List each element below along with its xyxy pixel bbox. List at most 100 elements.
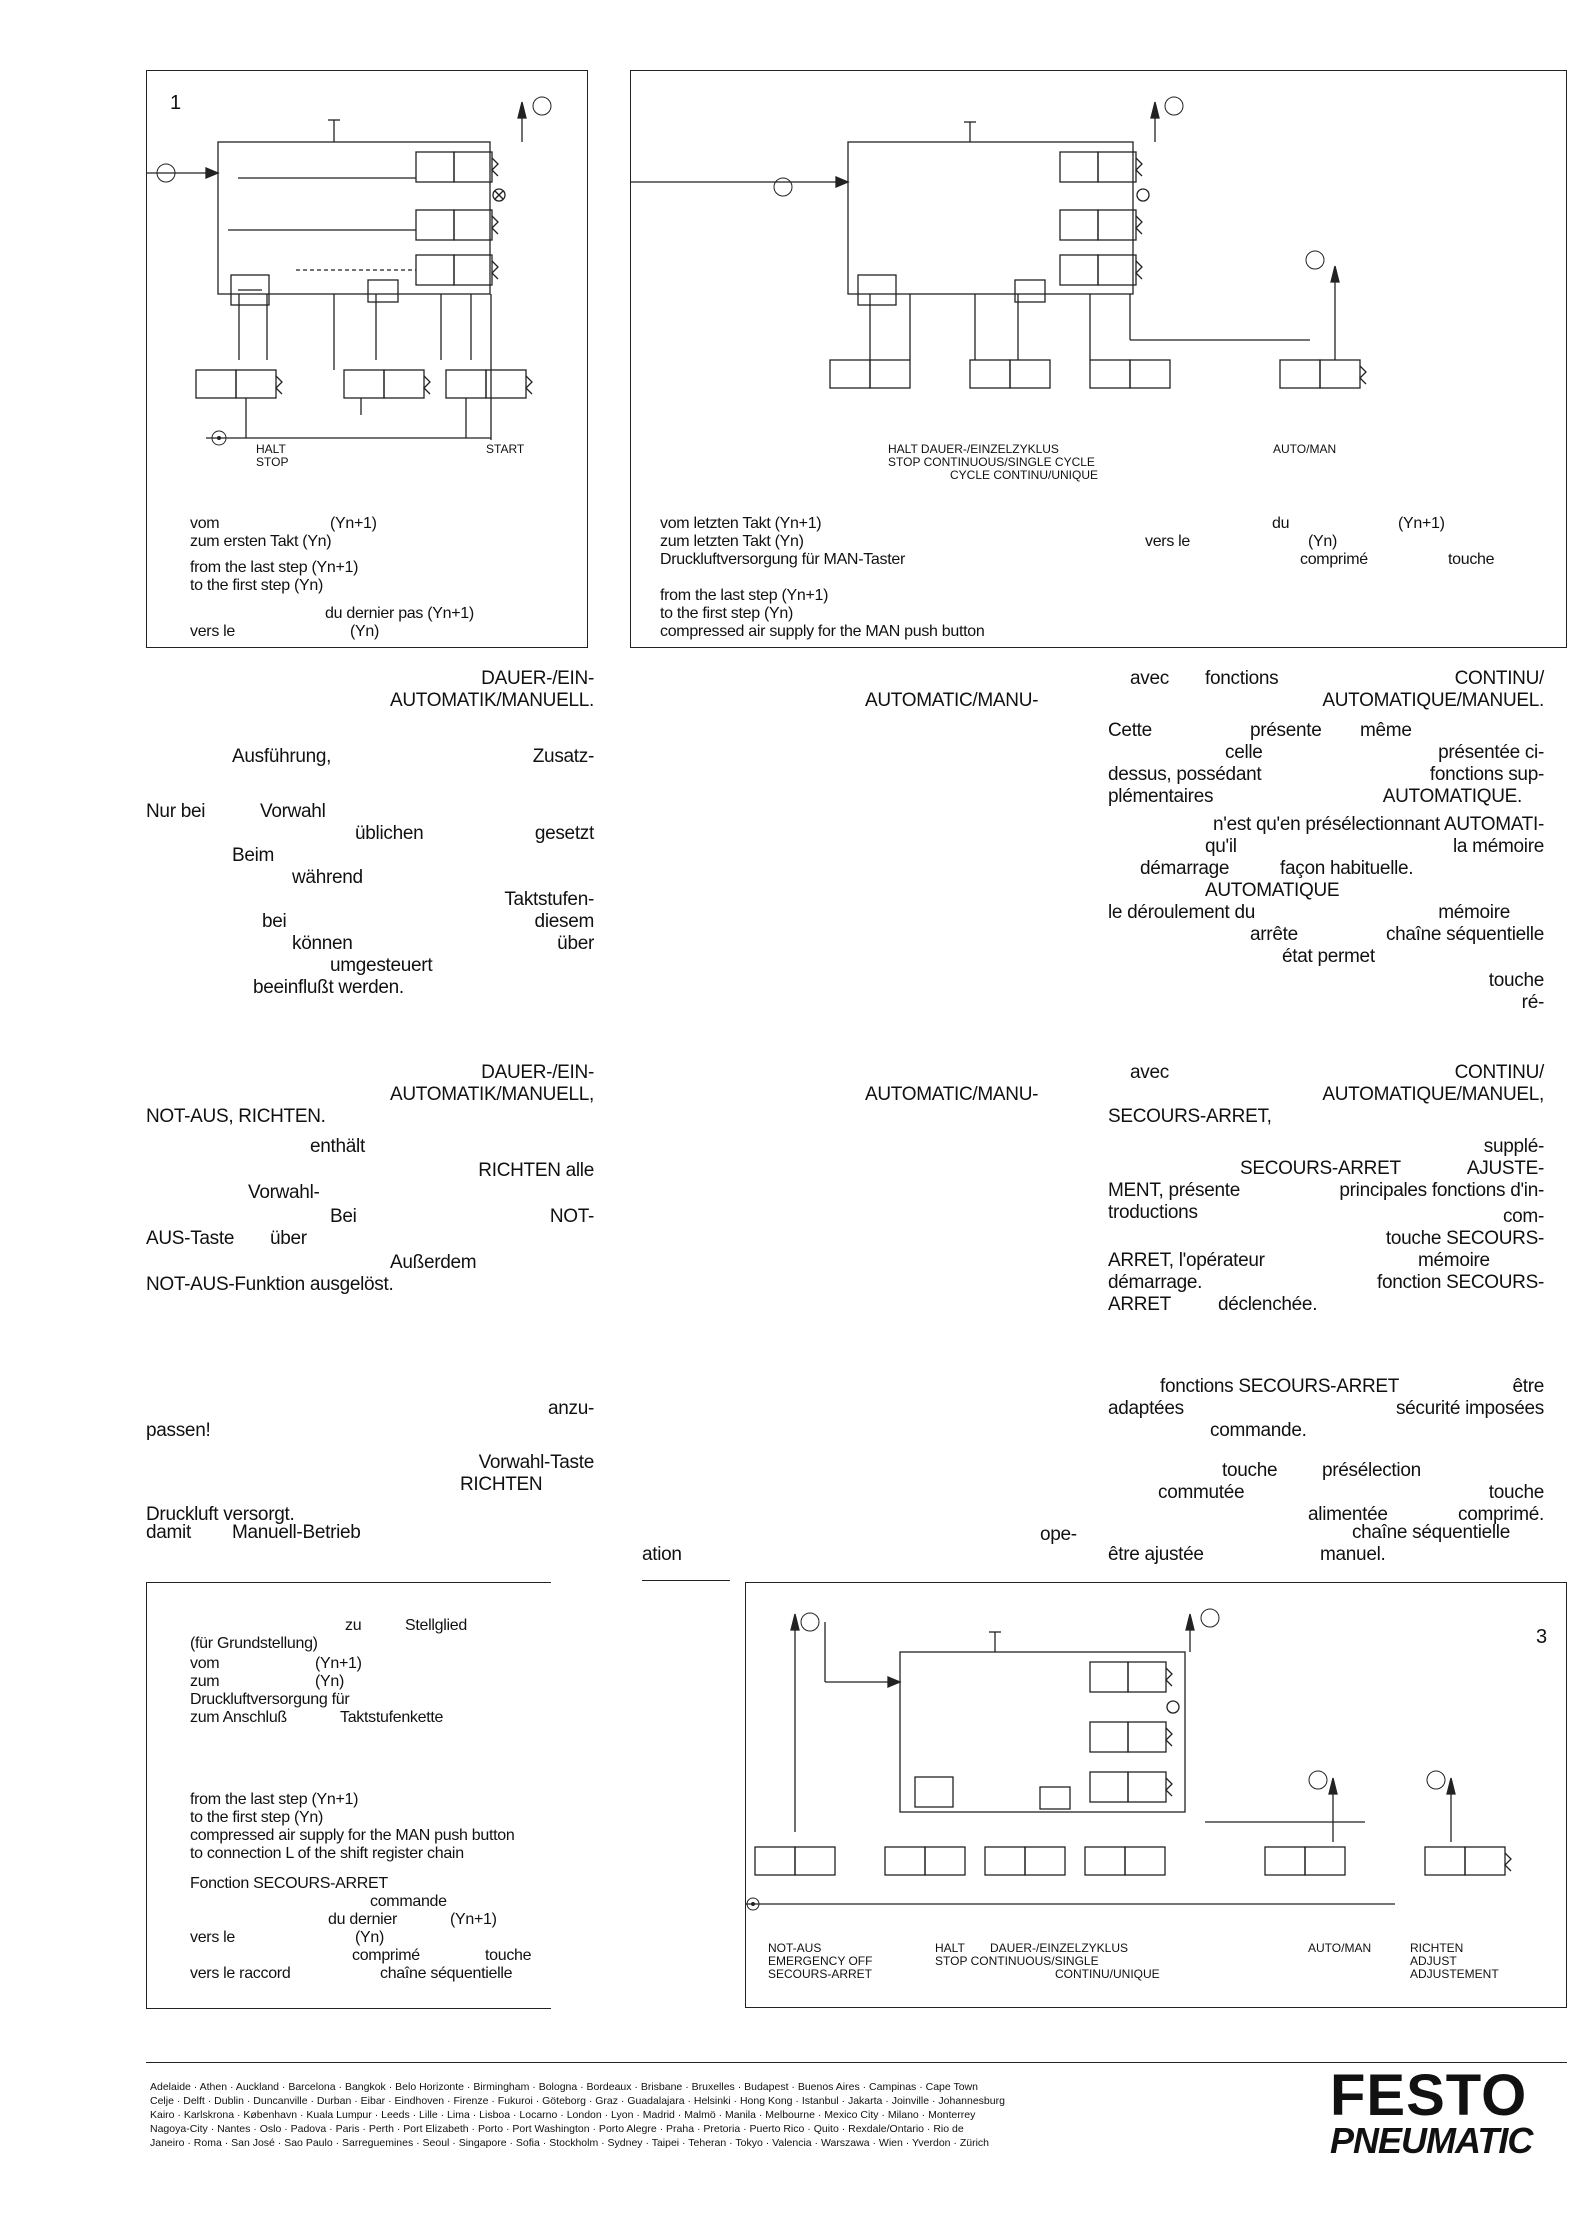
figure-3-left-edge	[146, 1582, 147, 2008]
figure-3-legend-fr-1: Fonction SECOURS-ARRET	[190, 1875, 388, 1892]
de-s3-w5: Druckluft versorgt.	[146, 1504, 295, 1525]
figure-2-legend-fr-6: touche	[1448, 551, 1495, 568]
figure-3-legend-fr-10: chaîne séquentielle	[380, 1965, 513, 1982]
fr-s1-w20: le déroulement du	[1108, 902, 1256, 923]
fr-s1-w11: fonctions sup-	[1429, 764, 1544, 785]
figure-1-legend-en-1: from the last step (Yn+1)	[190, 559, 359, 576]
figure-2-label-auto: AUTO/MAN	[1273, 442, 1337, 456]
de-s2-line3: NOT-AUS, RICHTEN.	[146, 1106, 326, 1127]
figure-3-legend-de-6: zum	[190, 1673, 220, 1690]
figure-1-legend-fr-3: (Yn)	[350, 623, 380, 640]
de-s3-w1: anzu-	[547, 1398, 594, 1419]
figure-2-legend-en-2: to the first step (Yn)	[660, 605, 794, 622]
fr-s2-w10: troductions	[1108, 1202, 1198, 1223]
figure-2-legend-en-3: compressed air supply for the MAN push b…	[660, 623, 985, 640]
figure-2-legend-fr-1: du	[1272, 515, 1290, 532]
figure-3-legend-de-7: (Yn)	[315, 1673, 345, 1690]
logo-wordmark-festo: FESTO	[1330, 2063, 1528, 2128]
de-s3-w4: RICHTEN	[460, 1474, 543, 1495]
de-s1-w13: diesem	[534, 911, 595, 932]
de-s1-w15: über	[557, 933, 594, 954]
fr-s3-w4: sécurité imposées	[1395, 1398, 1544, 1419]
figure-3-label-richten: RICHTEN	[1410, 1941, 1464, 1955]
figure-2-legend-de-2: zum letzten Takt (Yn)	[660, 533, 804, 550]
de-s1-w8: gesetzt	[534, 823, 594, 844]
city-line: Janeiro · Roma · San José · Sao Paulo · …	[150, 2137, 990, 2149]
en-s2-line: AUTOMATIC/MANU-	[865, 1084, 1039, 1105]
figure-3-legend-de-3: (für Grundstellung)	[190, 1635, 318, 1652]
de-s2-line1: DAUER-/EIN-	[481, 1062, 594, 1083]
fr-s1-w24: état permet	[1282, 946, 1375, 967]
fr-s1-w1: avec	[1130, 668, 1169, 689]
fr-s1-w2: fonctions	[1205, 668, 1279, 689]
de-s2-w9: AUS-Taste	[146, 1228, 235, 1249]
figure-1-frame	[146, 70, 588, 648]
figure-2-legend-en-1: from the last step (Yn+1)	[660, 587, 829, 604]
figure-1-legend-de-3: zum ersten Takt (Yn)	[190, 533, 332, 550]
de-s1-w7: üblichen	[355, 823, 424, 844]
fr-s1-w14: n'est qu'en présélectionnant AUTOMATI-	[1213, 814, 1544, 835]
figure-1-legend-de-2: (Yn+1)	[330, 515, 377, 532]
city-line: Nagoya-City · Nantes · Oslo · Padova · P…	[150, 2123, 964, 2135]
de-s3-w3: Vorwahl-Taste	[478, 1452, 595, 1473]
footer-rule	[146, 2062, 1567, 2063]
figure-3-mid-rule	[642, 1580, 730, 1581]
fr-s2-w12: touche SECOURS-	[1385, 1228, 1544, 1249]
fr-s2-w16: fonction SECOURS-	[1376, 1272, 1544, 1293]
de-s2-line2: AUTOMATIK/MANUELL,	[390, 1084, 594, 1105]
figure-3-label-secours: SECOURS-ARRET	[768, 1967, 873, 1981]
fr-s2-w1: avec	[1130, 1062, 1169, 1083]
figure-2-legend-fr-3: vers le	[1145, 533, 1191, 550]
logo-wordmark-pneumatic: PNEUMATIC	[1330, 2120, 1533, 2161]
fr-s1-w12: plémentaires	[1108, 786, 1214, 807]
fr-s1-w21: mémoire	[1438, 902, 1510, 923]
figure-3-legend-de-10: Taktstufenkette	[340, 1709, 444, 1726]
fr-s2-w4: SECOURS-ARRET,	[1108, 1106, 1272, 1127]
fr-s2-w14: mémoire	[1418, 1250, 1490, 1271]
figure-1-schematic	[146, 96, 552, 446]
de-s2-w6: Vorwahl-	[248, 1182, 320, 1203]
de-s2-w7: Bei	[330, 1206, 357, 1227]
de-s2-w4: enthält	[310, 1136, 365, 1157]
fr-s1-w16: la mémoire	[1453, 836, 1544, 857]
figure-3-legend-de-2: Stellglied	[405, 1617, 467, 1634]
de-s1-w4: Zusatz-	[532, 746, 595, 767]
de-s1-w11: Taktstufen-	[504, 889, 594, 910]
figure-2-frame	[630, 70, 1567, 648]
figure-3-legend-fr-9: vers le raccord	[190, 1965, 291, 1982]
de-s1-w10: während	[292, 867, 363, 888]
fr-s1-w17: démarrage	[1140, 858, 1230, 879]
figure-2-legend-fr-4: (Yn)	[1308, 533, 1338, 550]
figure-3-legend-fr-5: vers le	[190, 1929, 236, 1946]
de-s2-w10: über	[270, 1228, 307, 1249]
fr-s1-w6: présente	[1250, 720, 1322, 741]
fr-s2-w5: supplé-	[1483, 1136, 1545, 1157]
figure-3-label-notaus: NOT-AUS	[768, 1941, 822, 1955]
fr-s1-w22: arrête	[1250, 924, 1298, 945]
fr-s3-w1: fonctions SECOURS-ARRET	[1160, 1376, 1400, 1397]
figure-3-label-automan: AUTO/MAN	[1308, 1941, 1372, 1955]
fr-s3-w2: être	[1512, 1376, 1544, 1397]
fr-s2-w7: AJUSTE-	[1466, 1158, 1544, 1179]
fr-s3-w11: comprimé.	[1458, 1504, 1544, 1525]
de-s1-w6: Vorwahl	[260, 801, 326, 822]
figure-1-legend-de-1: vom	[190, 515, 220, 532]
footer-city-list: Adelaide · Athen · Auckland · Barcelona …	[150, 2080, 1310, 2150]
fr-s1-w23: chaîne séquentielle	[1385, 924, 1544, 945]
figure-3-legend-fr-8: touche	[485, 1947, 532, 1964]
figure-2-label-cycle: CYCLE CONTINU/UNIQUE	[950, 468, 1099, 482]
figure-3-frame	[745, 1582, 1567, 2008]
de-s2-w11: Außerdem	[390, 1252, 477, 1273]
de-s1-w12: bei	[262, 911, 287, 932]
figure-1-legend-fr-2: vers le	[190, 623, 236, 640]
en-s3-w2: ation	[642, 1544, 682, 1565]
figure-3-legend-fr-7: comprimé	[352, 1947, 420, 1964]
fr-s1-w18: façon habituelle.	[1280, 858, 1414, 879]
de-s1-w14: können	[292, 933, 353, 954]
figure-2-schematic	[630, 96, 1367, 389]
de-s3-w2: passen!	[146, 1420, 211, 1441]
figure-3-label-dauer: DAUER-/EINZELZYKLUS	[990, 1941, 1129, 1955]
figure-1-number: 1	[170, 92, 181, 114]
fr-s3-w6: touche	[1222, 1460, 1278, 1481]
en-s3-w1: ope-	[1040, 1524, 1077, 1545]
